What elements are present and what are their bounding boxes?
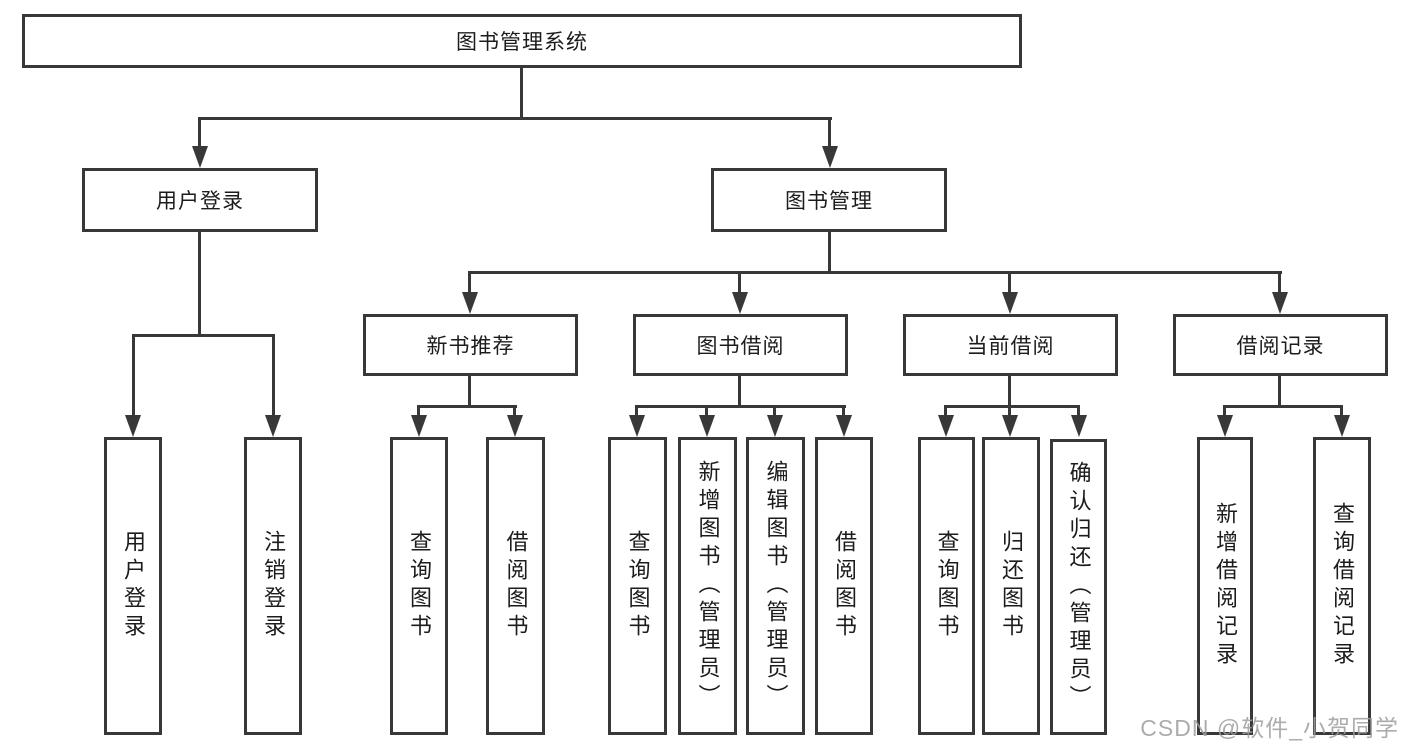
arrow-down-icon — [192, 146, 208, 168]
watermark: CSDN @软件_小贺同学 — [1140, 715, 1399, 741]
leaf-edit-book-admin: 编辑图书（管理员） — [746, 437, 805, 735]
node-label: 借阅图书 — [503, 530, 529, 642]
connector-vline — [417, 405, 420, 420]
connector-vline — [132, 334, 135, 420]
connector-vline — [513, 405, 516, 420]
arrow-down-icon — [767, 415, 783, 437]
node-label: 用户登录 — [121, 530, 146, 642]
arrow-down-icon — [125, 415, 141, 437]
connector-vline — [468, 271, 471, 296]
node-current-borrowing: 当前借阅 — [903, 314, 1118, 376]
connector-vline — [1223, 405, 1226, 420]
leaf-return-books: 归还图书 — [982, 437, 1040, 735]
connector-vline — [198, 230, 201, 336]
connector-vline — [635, 405, 638, 420]
connector-hline — [132, 334, 275, 337]
connector-hline — [944, 405, 1080, 408]
arrow-down-icon — [1272, 292, 1288, 314]
leaf-confirm-return-admin: 确认归还（管理员） — [1050, 439, 1107, 735]
connector-vline — [520, 66, 523, 119]
arrow-down-icon — [507, 415, 523, 437]
leaf-add-borrow-record: 新增借阅记录 — [1197, 437, 1253, 735]
connector-vline — [773, 405, 776, 420]
connector-vline — [272, 334, 275, 420]
arrow-down-icon — [1002, 292, 1018, 314]
arrow-down-icon — [1071, 415, 1087, 437]
connector-vline — [828, 117, 831, 151]
leaf-query-books-borrowing: 查询图书 — [608, 437, 667, 735]
connector-vline — [1340, 405, 1343, 420]
arrow-down-icon — [822, 146, 838, 168]
leaf-borrow-books-recommend: 借阅图书 — [486, 437, 545, 735]
node-root: 图书管理系统 — [22, 14, 1022, 68]
leaf-logout: 注销登录 — [244, 437, 302, 735]
connector-hline — [198, 117, 832, 120]
connector-vline — [1077, 405, 1080, 420]
connector-vline — [738, 374, 741, 408]
arrow-down-icon — [1002, 415, 1018, 437]
connector-vline — [1278, 271, 1281, 296]
node-label: 借阅记录 — [1236, 335, 1325, 358]
connector-vline — [1008, 271, 1011, 296]
node-label: 新书推荐 — [426, 335, 515, 358]
node-label: 确认归还（管理员） — [1066, 461, 1092, 713]
node-new-book-recommend: 新书推荐 — [363, 314, 578, 376]
leaf-borrow-books-borrowing: 借阅图书 — [815, 437, 873, 735]
leaf-query-books-current: 查询图书 — [918, 437, 975, 735]
connector-hline — [1223, 405, 1343, 408]
node-label: 归还图书 — [999, 530, 1024, 642]
node-label: 图书管理系统 — [456, 31, 588, 54]
connector-vline — [1008, 405, 1011, 420]
arrow-down-icon — [938, 415, 954, 437]
node-label: 新增借阅记录 — [1213, 502, 1238, 670]
node-book-borrowing: 图书借阅 — [633, 314, 848, 376]
node-borrowing-records: 借阅记录 — [1173, 314, 1388, 376]
arrow-down-icon — [629, 415, 645, 437]
connector-hline — [417, 405, 517, 408]
node-label: 图书管理 — [785, 190, 873, 213]
arrow-down-icon — [1334, 415, 1350, 437]
connector-vline — [198, 117, 201, 151]
arrow-down-icon — [1217, 415, 1233, 437]
connector-vline — [705, 405, 708, 420]
arrow-down-icon — [265, 415, 281, 437]
node-label: 编辑图书（管理员） — [763, 460, 789, 712]
connector-hline — [635, 405, 846, 408]
connector-vline — [468, 374, 471, 408]
node-label: 用户登录 — [156, 190, 244, 213]
arrow-down-icon — [411, 415, 427, 437]
connector-vline — [944, 405, 947, 420]
node-label: 查询图书 — [625, 530, 651, 642]
leaf-query-borrow-record: 查询借阅记录 — [1313, 437, 1371, 735]
arrow-down-icon — [732, 292, 748, 314]
node-label: 查询图书 — [934, 530, 960, 642]
node-label: 当前借阅 — [966, 335, 1055, 358]
connector-hline — [468, 271, 1282, 274]
node-user-login: 用户登录 — [82, 168, 318, 232]
leaf-query-books-recommend: 查询图书 — [390, 437, 448, 735]
arrow-down-icon — [462, 292, 478, 314]
node-label: 查询借阅记录 — [1330, 502, 1355, 670]
node-label: 图书借阅 — [696, 335, 785, 358]
node-label: 查询图书 — [407, 530, 432, 642]
leaf-add-book-admin: 新增图书（管理员） — [678, 437, 737, 735]
connector-vline — [1008, 374, 1011, 408]
node-label: 新增图书（管理员） — [695, 460, 721, 712]
node-label: 借阅图书 — [832, 530, 857, 642]
node-label: 注销登录 — [261, 530, 286, 642]
leaf-user-login: 用户登录 — [104, 437, 162, 735]
connector-vline — [842, 405, 845, 420]
arrow-down-icon — [699, 415, 715, 437]
arrow-down-icon — [836, 415, 852, 437]
node-book-management: 图书管理 — [711, 168, 947, 232]
connector-vline — [828, 230, 831, 274]
connector-vline — [738, 271, 741, 296]
connector-vline — [1278, 374, 1281, 408]
